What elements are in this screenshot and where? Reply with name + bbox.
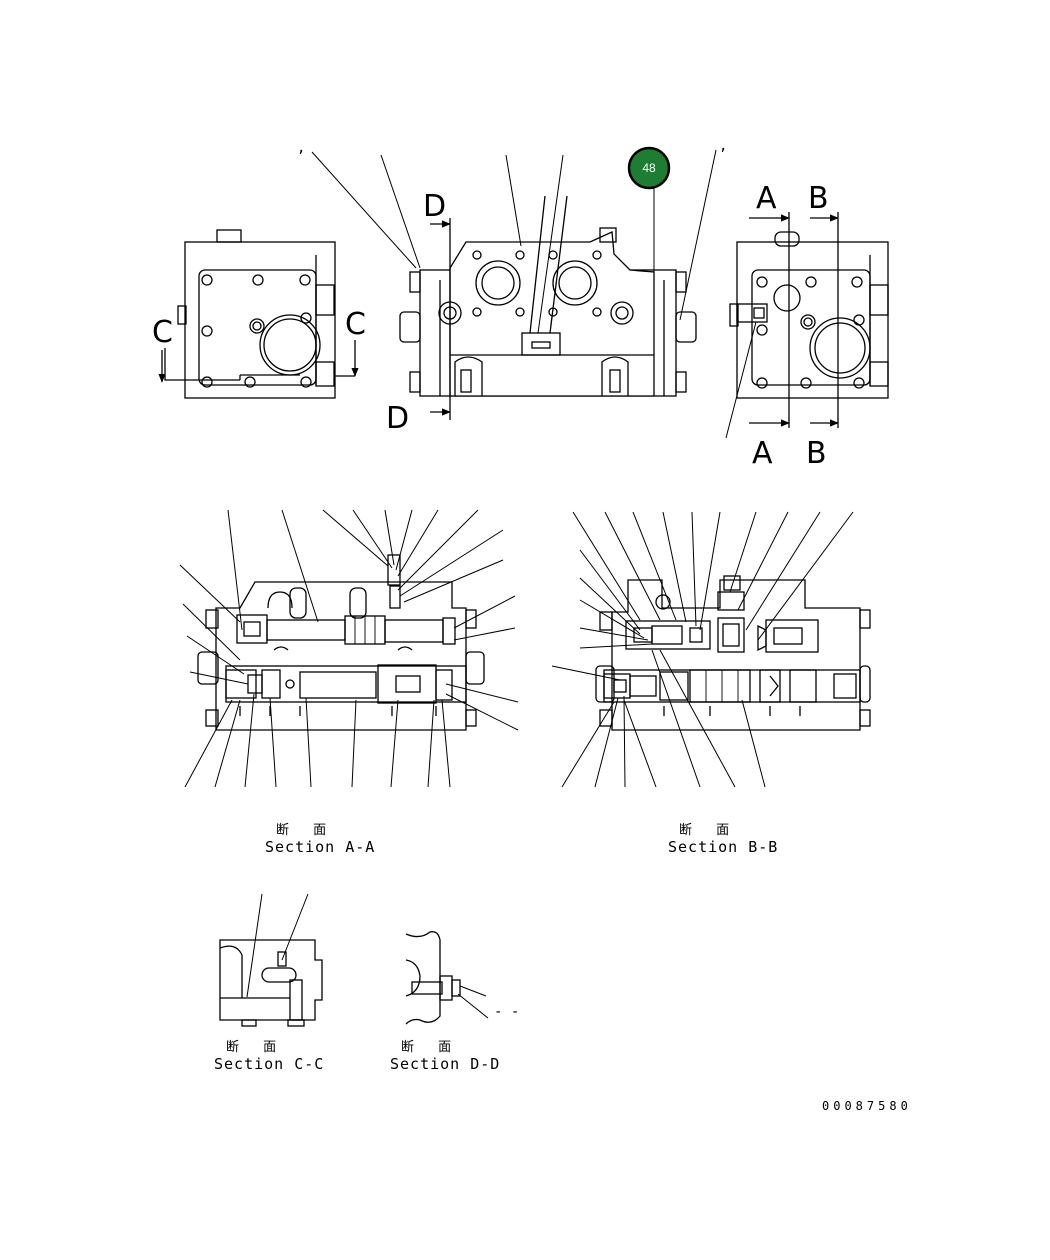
- section-cc-caption: Section C-C: [214, 1055, 324, 1073]
- callout-badge-48[interactable]: 48: [627, 146, 671, 190]
- section-b-label-bottom: B: [806, 436, 827, 471]
- left-side-view: [177, 229, 336, 399]
- section-aa-drawing: [197, 554, 485, 731]
- top-leaders: , ,: [297, 138, 727, 334]
- section-b-label-top: B: [808, 181, 829, 216]
- section-bb-leaders: [551, 511, 854, 788]
- section-bb-caption: Section B-B: [668, 838, 778, 856]
- section-aa-leaders: [179, 509, 519, 788]
- section-bb-kanji: 断 面: [679, 823, 739, 838]
- section-c-markers: C C: [152, 307, 366, 383]
- section-c-label-left: C: [152, 315, 173, 350]
- section-dd-dash-mark: - -: [494, 1004, 519, 1020]
- section-dd-caption: Section D-D: [390, 1055, 500, 1073]
- tick-mark-right: ,: [719, 138, 727, 154]
- section-cc-kanji: 断 面: [226, 1040, 286, 1055]
- right-side-view: [725, 231, 889, 439]
- document-number: 00087580: [822, 1099, 912, 1113]
- section-d-label-top: D: [423, 189, 446, 224]
- tick-mark-left: ,: [297, 140, 305, 156]
- section-bb-drawing: [595, 575, 871, 731]
- section-d-label-bottom: D: [386, 401, 409, 436]
- section-d-markers: D D: [386, 189, 451, 436]
- section-dd-kanji: 断 面: [401, 1040, 461, 1055]
- section-c-label-right: C: [345, 307, 366, 342]
- section-ab-markers: A B A B: [749, 181, 839, 471]
- section-aa-kanji: 断 面: [276, 823, 336, 838]
- section-a-label-bottom: A: [752, 436, 773, 471]
- callout-badge-label: 48: [642, 161, 656, 175]
- section-a-label-top: A: [756, 181, 777, 216]
- center-front-view: [399, 195, 697, 397]
- section-aa-caption: Section A-A: [265, 838, 375, 856]
- section-cc-drawing: [219, 893, 323, 1027]
- section-dd-drawing: - -: [405, 931, 519, 1025]
